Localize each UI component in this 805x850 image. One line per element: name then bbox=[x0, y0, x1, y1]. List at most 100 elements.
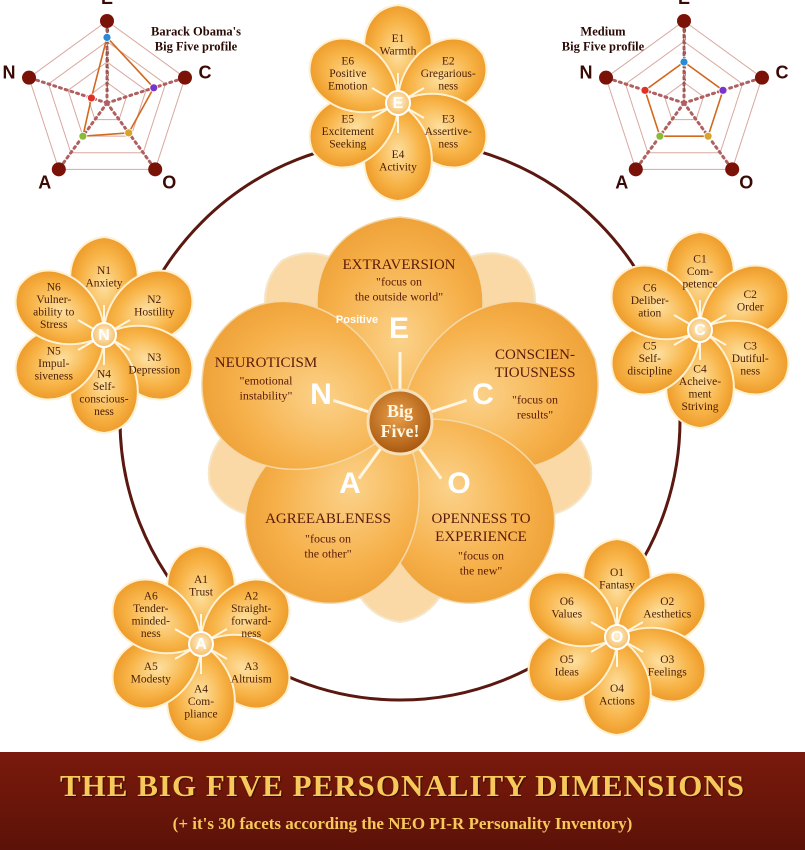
radar-scale-tick: 6 bbox=[106, 50, 110, 57]
radar-marker-e bbox=[102, 33, 112, 42]
dimension-name-a-line: AGREEABLENESS bbox=[265, 511, 391, 527]
facet-label-c3-line: Dutiful- bbox=[732, 353, 769, 365]
facet-petal-shape bbox=[14, 269, 106, 346]
facet-label-n5-line: Impul- bbox=[38, 358, 69, 370]
facet-label-a3-line: Altruism bbox=[231, 673, 272, 685]
dimension-desc-n-line: instability" bbox=[240, 388, 293, 402]
facet-center-letter-line: N bbox=[98, 327, 110, 344]
radar-axis-letter-n: N bbox=[3, 62, 16, 82]
radar-axis-letter-e: E bbox=[678, 0, 690, 8]
dimension-name-a: AGREEABLENESS bbox=[265, 511, 391, 527]
radar-grid bbox=[67, 61, 147, 137]
facet-petal bbox=[308, 37, 400, 114]
radar-axis-letter-a: A bbox=[38, 172, 51, 192]
facet-label-n6-line: ability to bbox=[33, 306, 74, 318]
facet-label-n5-line: siveness bbox=[35, 370, 74, 382]
radar-axis-letter-c-line: C bbox=[198, 62, 211, 82]
radar-vertex bbox=[51, 162, 66, 177]
facet-label-c1-line: petence bbox=[682, 278, 717, 290]
radar-marker-c bbox=[149, 83, 159, 93]
facet-label-c2-line: Order bbox=[737, 301, 764, 313]
facet-label-o1-line: Fantasy bbox=[599, 579, 635, 591]
facet-label-e4-line: Activity bbox=[379, 161, 417, 173]
dimension-name-c-line: CONSCIEN- bbox=[495, 347, 575, 363]
radar-title-line: Medium bbox=[580, 24, 626, 38]
facet-label-n1-line: Anxiety bbox=[85, 277, 122, 289]
positive-label: Positive bbox=[336, 314, 378, 326]
facet-label-a6-line: Tender- bbox=[133, 602, 169, 614]
facet-center-letter: C bbox=[694, 322, 706, 339]
facet-label-a2-line: forward- bbox=[231, 615, 271, 627]
radar-axis-letter-o: O bbox=[162, 172, 176, 192]
facet-center-letter: A bbox=[195, 636, 207, 653]
facet-label-o3-line: O3 bbox=[660, 653, 674, 665]
dimension-letter-o-line: O bbox=[447, 467, 470, 500]
dimension-petal-n bbox=[201, 300, 401, 470]
radar-axis-letter-o: O bbox=[739, 172, 753, 192]
radar-marker-a bbox=[78, 131, 88, 141]
facet-center bbox=[687, 317, 713, 343]
facet-label-c5-line: Self- bbox=[639, 353, 662, 365]
facet-center-letter: E bbox=[393, 95, 404, 112]
dimension-desc-c-line: results" bbox=[517, 407, 553, 421]
radar-vertex bbox=[148, 162, 163, 177]
dimension-letter-c: C bbox=[472, 378, 494, 411]
facet-label-o4-line: O4 bbox=[610, 682, 624, 694]
facet-label-e5-line: E5 bbox=[341, 113, 354, 125]
radar-axis-letter-a-line: A bbox=[615, 172, 628, 192]
dimension-name-c-line: TIOUSNESS bbox=[495, 365, 576, 381]
radar-vertex bbox=[22, 70, 37, 85]
radar-title-line: Big Five profile bbox=[562, 39, 645, 53]
dimension-letter-n-line: N bbox=[310, 378, 332, 411]
facet-label-n1-line: N1 bbox=[97, 264, 111, 276]
facet-label-e5-line: Seeking bbox=[329, 138, 366, 150]
radar-axis bbox=[105, 76, 187, 105]
radar-scale-tick: 4 bbox=[683, 64, 687, 71]
dimension-name-e: EXTRAVERSION bbox=[342, 257, 455, 273]
facet-center-letter-line: C bbox=[694, 322, 706, 339]
radar-scale-tick: 9 bbox=[106, 28, 110, 35]
facet-center-letter: N bbox=[98, 327, 110, 344]
radar-chart-2: 987654321ECOANMediumBig Five profile bbox=[562, 0, 789, 192]
facet-label-a6-line: ness bbox=[141, 627, 161, 639]
facet-center-letter-line: O bbox=[611, 629, 623, 646]
facet-label-c6-line: C6 bbox=[643, 282, 657, 294]
facet-label-a1-line: Trust bbox=[189, 586, 214, 598]
facet-label-o3-line: Feelings bbox=[648, 666, 687, 678]
facet-petal bbox=[610, 264, 702, 341]
facet-label-c4-line: ment bbox=[689, 388, 713, 400]
facet-label-e3-line: ness bbox=[438, 138, 458, 150]
facet-label-c1-line: C1 bbox=[693, 253, 707, 265]
facet-petal-shape bbox=[527, 571, 619, 648]
facet-petal-shape bbox=[111, 578, 203, 655]
facet-label-c6-line: Deliber- bbox=[631, 295, 669, 307]
facet-label-c3-line: ness bbox=[740, 365, 760, 377]
radar-vertex bbox=[599, 70, 614, 85]
radar-scale-tick: 8 bbox=[683, 35, 687, 42]
radar-axis-letter-a-line: A bbox=[38, 172, 51, 192]
dimension-letter-n: N bbox=[310, 378, 332, 411]
radar-marker-n bbox=[640, 85, 650, 95]
dimension-desc-n-line: "emotional bbox=[240, 373, 294, 387]
footer-banner: THE BIG FIVE PERSONALITY DIMENSIONS (+ i… bbox=[0, 752, 805, 850]
facet-label-o1-line: O1 bbox=[610, 566, 624, 578]
radar-profile-line bbox=[644, 61, 724, 137]
radar-axis-letter-n-line: N bbox=[580, 62, 593, 82]
facet-center bbox=[188, 631, 214, 657]
